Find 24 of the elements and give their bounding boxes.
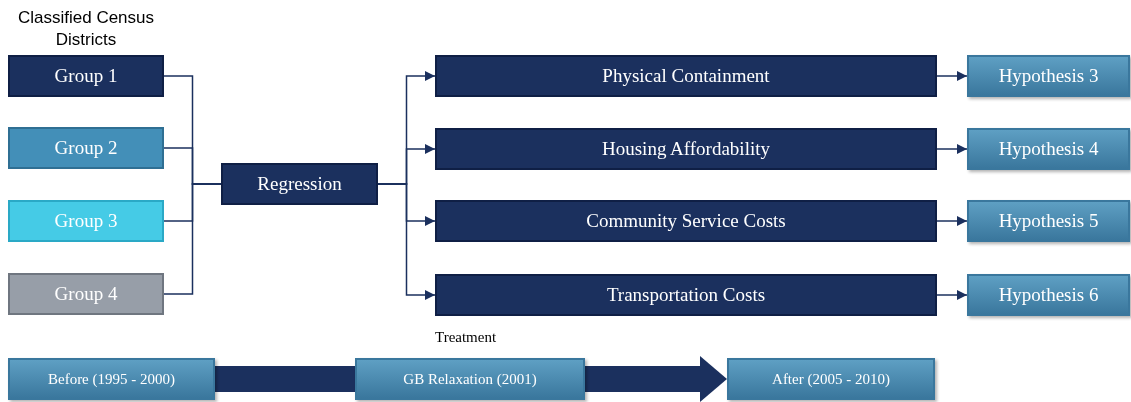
factor-box: Physical Containment	[435, 55, 937, 97]
period-box: GB Relaxation (2001)	[355, 358, 585, 400]
node-caption: Treatment	[435, 329, 497, 346]
group-box: Group 4	[8, 273, 164, 315]
factor-box: Housing Affordability	[435, 128, 937, 170]
hypothesis-box: Hypothesis 4	[967, 128, 1130, 170]
connector-arrow	[377, 183, 436, 300]
factor-box: Transportation Costs	[435, 274, 937, 316]
column-heading: Classified Census Districts	[16, 7, 156, 51]
factor-box: Community Service Costs	[435, 200, 937, 242]
process-box: Regression	[221, 163, 378, 205]
connector-arrow	[936, 216, 968, 226]
group-box: Group 1	[8, 55, 164, 97]
connector-arrow	[936, 144, 968, 154]
group-box: Group 3	[8, 200, 164, 242]
connector-arrow	[936, 290, 968, 300]
period-box: After (2005 - 2010)	[727, 358, 935, 400]
period-box: Before (1995 - 2000)	[8, 358, 215, 400]
hypothesis-box: Hypothesis 6	[967, 274, 1130, 316]
group-box: Group 2	[8, 127, 164, 169]
hypothesis-box: Hypothesis 3	[967, 55, 1130, 97]
hypothesis-box: Hypothesis 5	[967, 200, 1130, 242]
connector-arrow	[936, 71, 968, 81]
timeline-arrow	[585, 356, 727, 402]
